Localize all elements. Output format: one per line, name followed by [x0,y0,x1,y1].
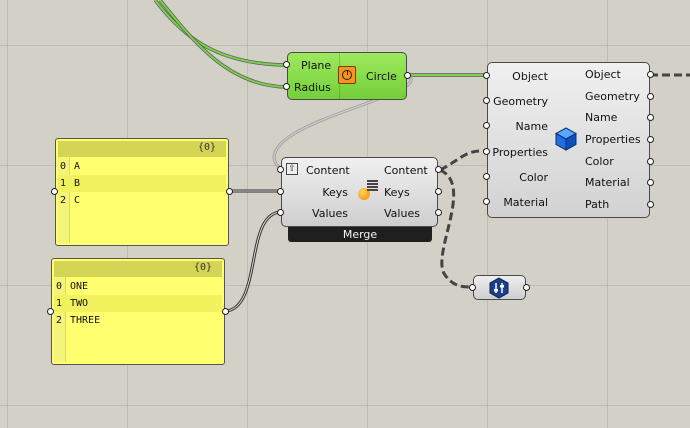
merge-grip-out-values[interactable] [435,209,442,216]
merge-input-content[interactable]: Content [306,164,350,177]
object-grip-out-name[interactable] [647,114,654,121]
merge-grip-in-content[interactable] [277,166,284,173]
merge-footer: Merge [288,227,432,242]
object-input-color[interactable]: Color [519,171,548,184]
object-grip-in-material[interactable] [483,198,490,205]
object-grip-out-properties[interactable] [647,136,654,143]
merge-output-content[interactable]: Content [384,164,428,177]
small-component-grip-in[interactable] [469,284,476,291]
merge-output-values[interactable]: Values [384,207,420,220]
circle-grip-plane[interactable] [283,61,290,68]
merge-footer-label: Merge [342,228,378,241]
values-panel-path: {0} [193,262,212,273]
circle-icon [338,66,356,84]
object-grip-out-object[interactable] [647,71,654,78]
circle-input-plane[interactable]: Plane [301,59,332,72]
circle-grip-radius[interactable] [283,83,290,90]
object-grip-in-properties[interactable] [483,148,490,155]
object-grip-out-path[interactable] [647,201,654,208]
object-output-path[interactable]: Path [585,198,610,211]
object-input-properties[interactable]: Properties [492,146,548,159]
object-input-geometry[interactable]: Geometry [493,95,548,108]
merge-input-values[interactable]: Values [312,207,348,220]
upload-icon: ⇧ [286,163,298,175]
object-output-name[interactable]: Name [585,111,618,124]
keys-panel-grip-in[interactable] [51,188,58,195]
object-output-properties[interactable]: Properties [585,133,641,146]
object-output-color[interactable]: Color [585,155,614,168]
merge-component[interactable]: ⇧ Content Keys Values Content Keys Value… [281,157,438,227]
object-output-object[interactable]: Object [585,68,621,81]
object-input-name[interactable]: Name [515,120,548,133]
object-grip-in-color[interactable] [483,173,490,180]
object-grip-in-geometry[interactable] [483,97,490,104]
keys-panel-grip-out[interactable] [226,188,233,195]
object-grip-in-object[interactable] [483,72,490,79]
small-component-grip-out[interactable] [523,284,530,291]
object-input-object[interactable]: Object [512,70,548,83]
values-panel-header: {0} [54,261,222,277]
circle-input-radius[interactable]: Radius [294,81,331,94]
settings-sliders-icon [489,277,509,299]
object-grip-out-color[interactable] [647,158,654,165]
object-grip-in-name[interactable] [483,122,490,129]
keys-panel-path: {0} [197,142,216,153]
object-output-geometry[interactable]: Geometry [585,90,640,103]
values-panel-grip-out[interactable] [222,308,229,315]
small-component[interactable] [473,275,526,300]
object-output-material[interactable]: Material [585,176,630,189]
merge-grip-out-keys[interactable] [435,188,442,195]
keys-panel-header: {0} [58,141,226,157]
cube-icon [555,127,577,151]
circle-output-circle[interactable]: Circle [366,70,397,83]
merge-input-keys[interactable]: Keys [322,186,348,199]
merge-icon [358,180,380,202]
merge-grip-in-keys[interactable] [277,188,284,195]
circle-grip-circle[interactable] [404,72,411,79]
merge-grip-out-content[interactable] [435,166,442,173]
object-input-material[interactable]: Material [503,196,548,209]
object-component[interactable]: Object Geometry Name Properties Color Ma… [487,62,650,218]
merge-output-keys[interactable]: Keys [384,186,410,199]
object-grip-out-material[interactable] [647,179,654,186]
object-grip-out-geometry[interactable] [647,93,654,100]
circle-component[interactable]: Plane Radius Circle [287,52,407,100]
merge-grip-in-values[interactable] [277,209,284,216]
values-panel-grip-in[interactable] [47,308,54,315]
